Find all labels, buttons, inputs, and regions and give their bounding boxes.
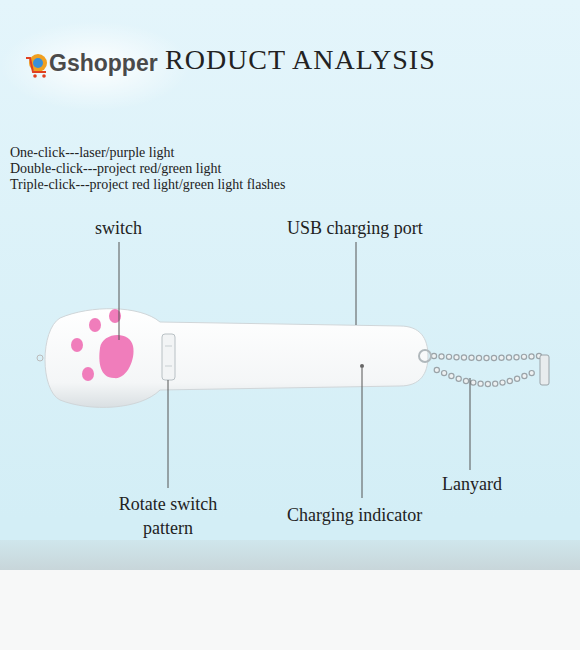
- instruction-note: One-click---laser/purple light: [10, 145, 174, 161]
- chain-ball: [469, 355, 474, 360]
- logo-icon: [26, 54, 47, 78]
- chain-ball: [439, 354, 444, 359]
- chain-ball: [493, 381, 498, 386]
- chain-ball: [529, 354, 534, 359]
- chain-ball: [461, 355, 466, 360]
- part-label: USB charging port: [287, 218, 423, 239]
- lanyard-ring: [419, 350, 431, 362]
- logo-glow: [0, 21, 190, 111]
- chain-ball: [442, 371, 447, 376]
- leader-lines: [119, 242, 470, 498]
- part-label: Lanyard: [442, 474, 502, 495]
- chain-ball: [431, 353, 436, 358]
- chain-ball: [476, 355, 481, 360]
- pointer-body: [45, 309, 428, 408]
- chain-ball: [514, 355, 519, 360]
- chain-ball: [463, 378, 468, 383]
- chain-ball: [499, 355, 504, 360]
- ball-chain: [431, 353, 541, 386]
- chain-ball: [515, 376, 520, 381]
- chain-ball: [507, 378, 512, 383]
- chain-ball: [522, 373, 527, 378]
- brand-watermark: Gshopper: [49, 50, 158, 77]
- instruction-note: Triple-click---project red light/green l…: [10, 177, 286, 193]
- chain-ball: [521, 354, 526, 359]
- chain-ball: [454, 355, 459, 360]
- chain-ball: [434, 367, 439, 372]
- charging-indicator-dot: [360, 364, 364, 368]
- chain-ball: [529, 371, 534, 376]
- chain-ball: [456, 376, 461, 381]
- floor-band: [0, 540, 580, 570]
- paw-print: [71, 309, 134, 381]
- chain-clasp: [540, 355, 549, 385]
- chain-ball: [491, 355, 496, 360]
- chain-ball: [449, 373, 454, 378]
- part-label: Charging indicator: [287, 505, 422, 526]
- chain-ball: [446, 354, 451, 359]
- chain-ball: [484, 355, 489, 360]
- chain-ball: [471, 380, 476, 385]
- rotate-switch: [162, 334, 175, 380]
- page-title: RODUCT ANALYSIS: [165, 44, 436, 76]
- chain-ball: [485, 381, 490, 386]
- chain-ball: [506, 355, 511, 360]
- floor: [0, 570, 580, 650]
- part-label: Rotate switch pattern: [108, 492, 228, 540]
- instruction-note: Double-click---project red/green light: [10, 161, 221, 177]
- chain-ball: [500, 380, 505, 385]
- chain-ball: [478, 381, 483, 386]
- part-label: switch: [95, 218, 142, 239]
- laser-lens: [37, 355, 43, 361]
